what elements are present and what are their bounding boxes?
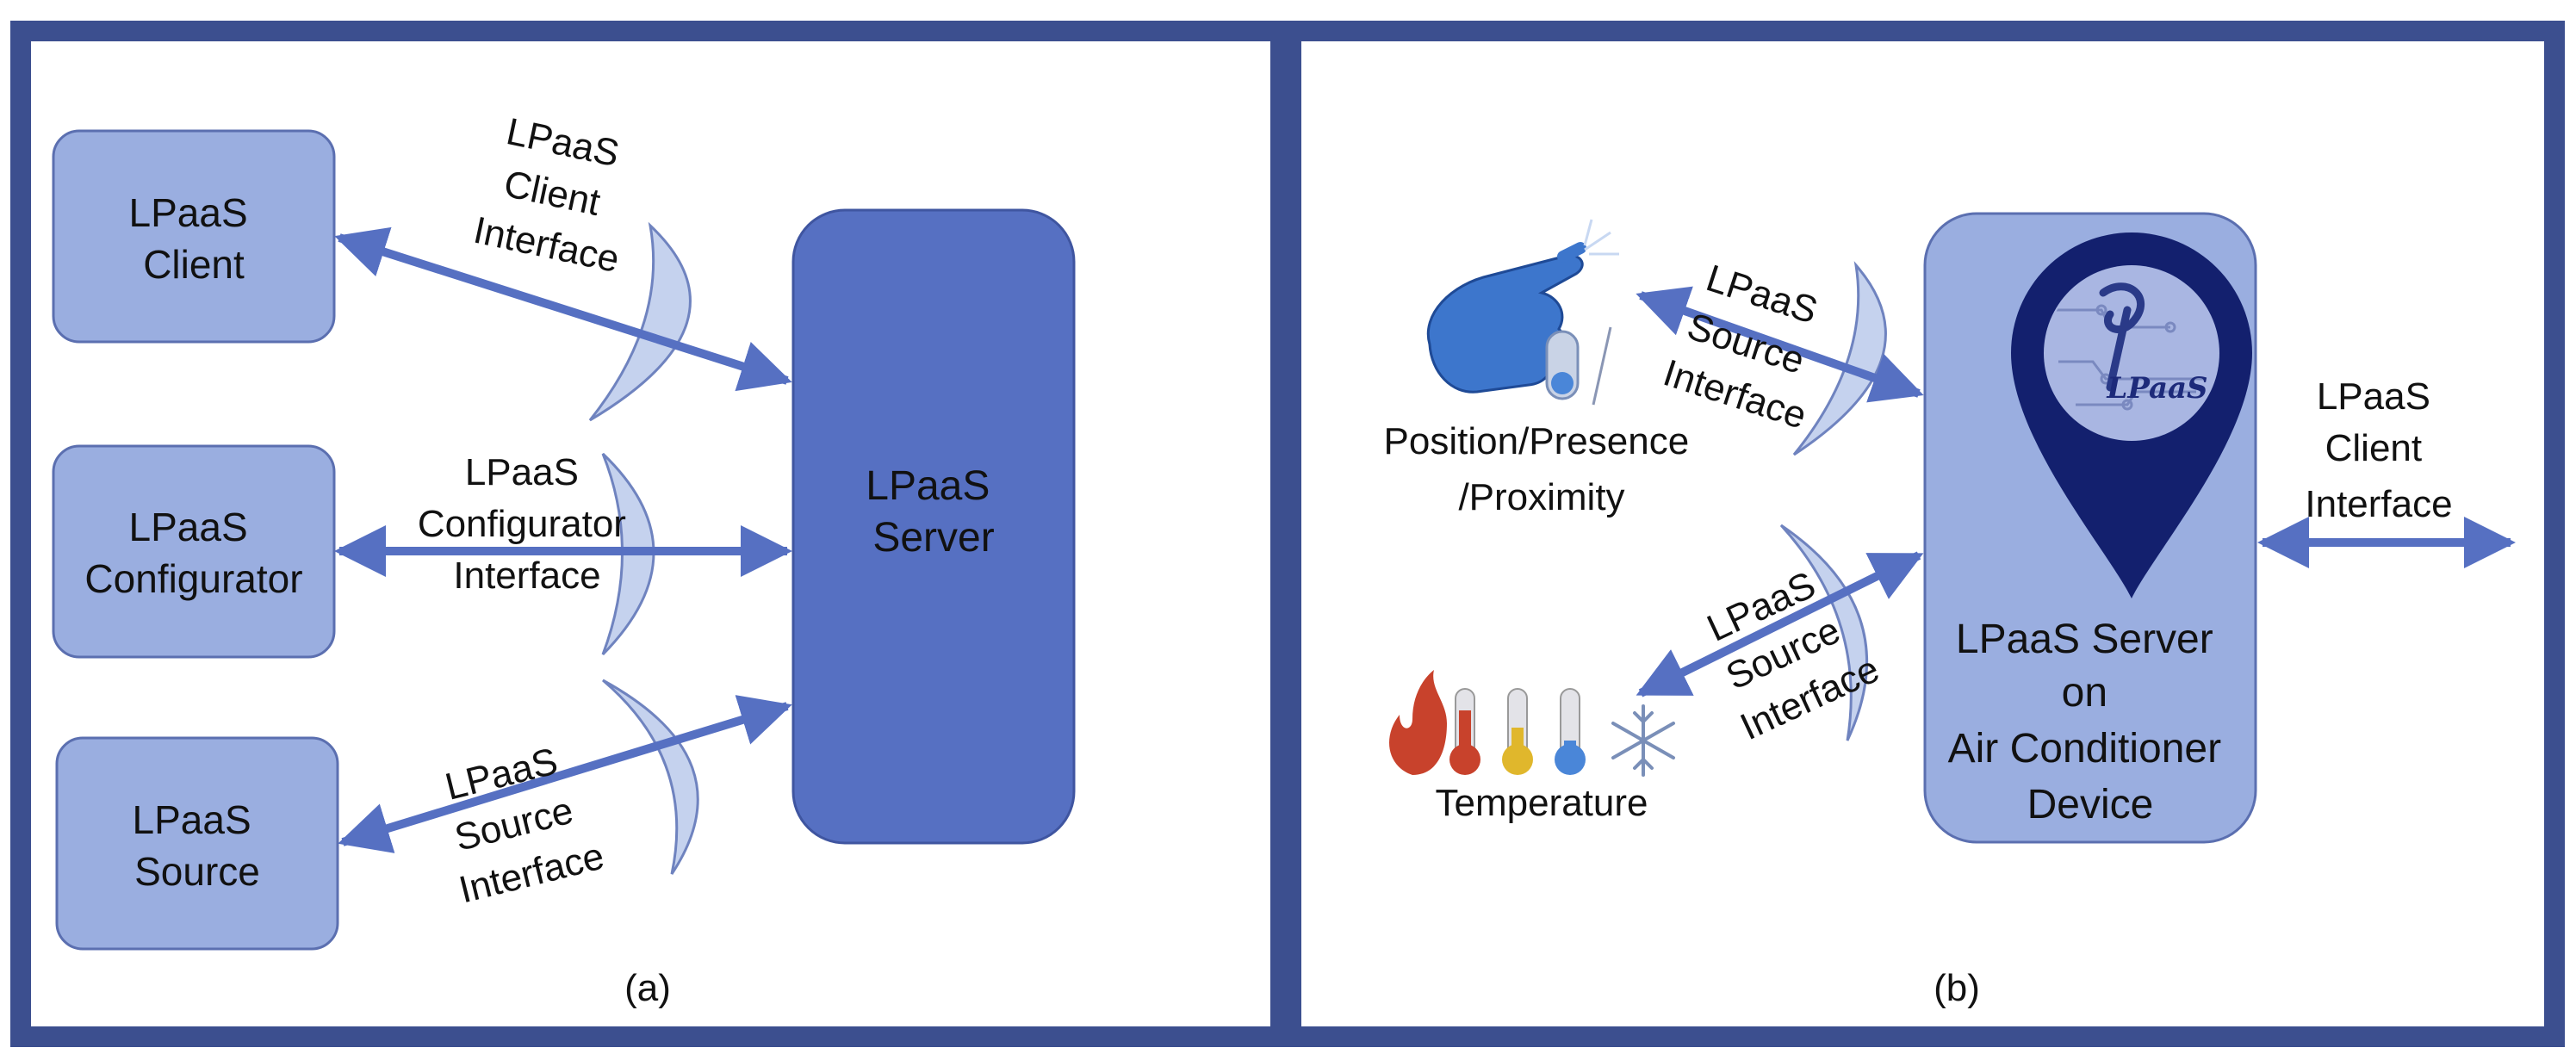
client-box: [52, 129, 336, 344]
temperature-server-arrow: [1636, 551, 1924, 697]
panel-b-caption: (b): [1934, 967, 1980, 1009]
panel-b-frame: [1281, 21, 2565, 1047]
thermometer-hot-icon: [1449, 688, 1480, 775]
thermometer-warm-icon: [1502, 688, 1533, 775]
configurator-box-label: LPaaS Configurator: [84, 505, 302, 601]
source-box-label: LPaaS Source: [133, 797, 263, 894]
pointing-hand-icon: [1426, 219, 1619, 394]
source-server-arrow: [338, 695, 792, 853]
toggle-switch-icon: [1545, 326, 1612, 406]
panel-a-caption: (a): [624, 967, 671, 1009]
position-server-arrow: [1636, 286, 1924, 403]
position-label: Position/Presence /Proximity: [1384, 420, 1700, 518]
source-box: [55, 736, 339, 951]
server-box: [791, 208, 1076, 845]
temperature-label: Temperature: [1435, 782, 1648, 824]
snowflake-icon: [1611, 704, 1675, 777]
pin-logo-text: LPaaS: [2106, 371, 2207, 406]
server-box-label: LPaaS Server: [866, 463, 1001, 561]
client-server-arrow: [334, 226, 792, 392]
configurator-box: [52, 444, 336, 659]
ac-server-label: LPaaS Server on Air Conditioner Device: [1948, 617, 2233, 828]
flame-icon: [1389, 670, 1447, 775]
location-pin-icon: [2011, 232, 2252, 598]
thermometer-cold-icon: [1555, 688, 1586, 775]
client-interface-b-label: LPaaS Client Interface: [2305, 375, 2452, 525]
configurator-interface-label: LPaaS Configurator Interface: [418, 451, 636, 597]
client-box-label: LPaaS Client: [129, 190, 259, 287]
